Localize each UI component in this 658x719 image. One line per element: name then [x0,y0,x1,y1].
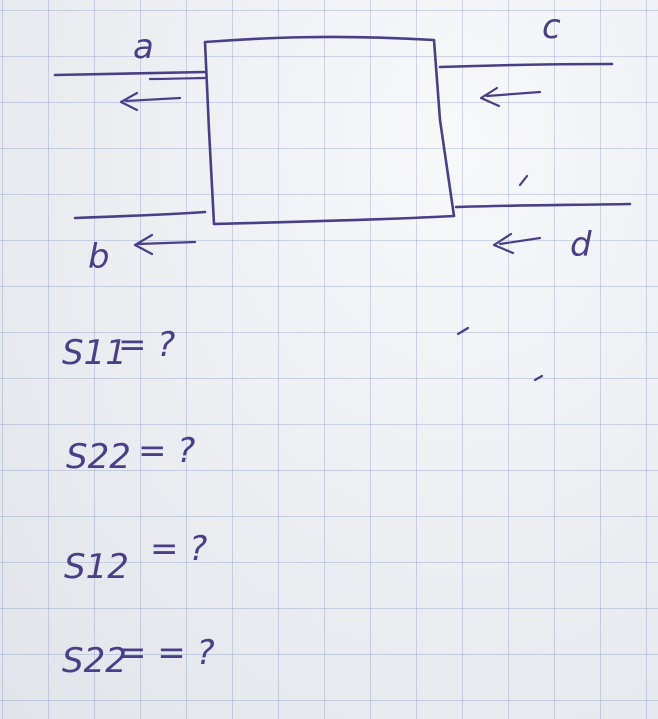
question-rhs: = ? [118,325,175,365]
port-b-arrow [133,233,197,256]
port-d-line [454,202,632,209]
port-d-label: d [570,225,592,265]
question-s22-second: S22 = = ? [62,633,215,681]
question-s11: S11 = ? [62,325,175,373]
port-b-label: b [88,237,110,277]
port-a-line-double [148,76,207,81]
question-param: S22 [66,437,131,477]
port-d-arrow [492,174,542,255]
question-rhs: = ? [150,529,207,569]
port-c-arrow [479,86,542,108]
question-s22: S22 = ? [66,431,195,477]
question-param: S12 [64,547,129,587]
port-c-label: c [542,7,561,47]
question-param: S11 [62,333,127,373]
port-b-line [73,210,207,220]
question-param: S22 [62,641,127,681]
question-rhs: = ? [138,431,195,471]
stray-mark [456,326,470,336]
port-a-label: a [133,27,154,67]
stray-mark [533,374,544,382]
port-a-line [53,70,207,77]
port-c-line [438,62,614,69]
question-rhs: = = ? [118,633,215,673]
port-a-arrow [119,91,182,112]
question-s12: S12 = ? [64,529,207,587]
network-box [203,35,456,226]
